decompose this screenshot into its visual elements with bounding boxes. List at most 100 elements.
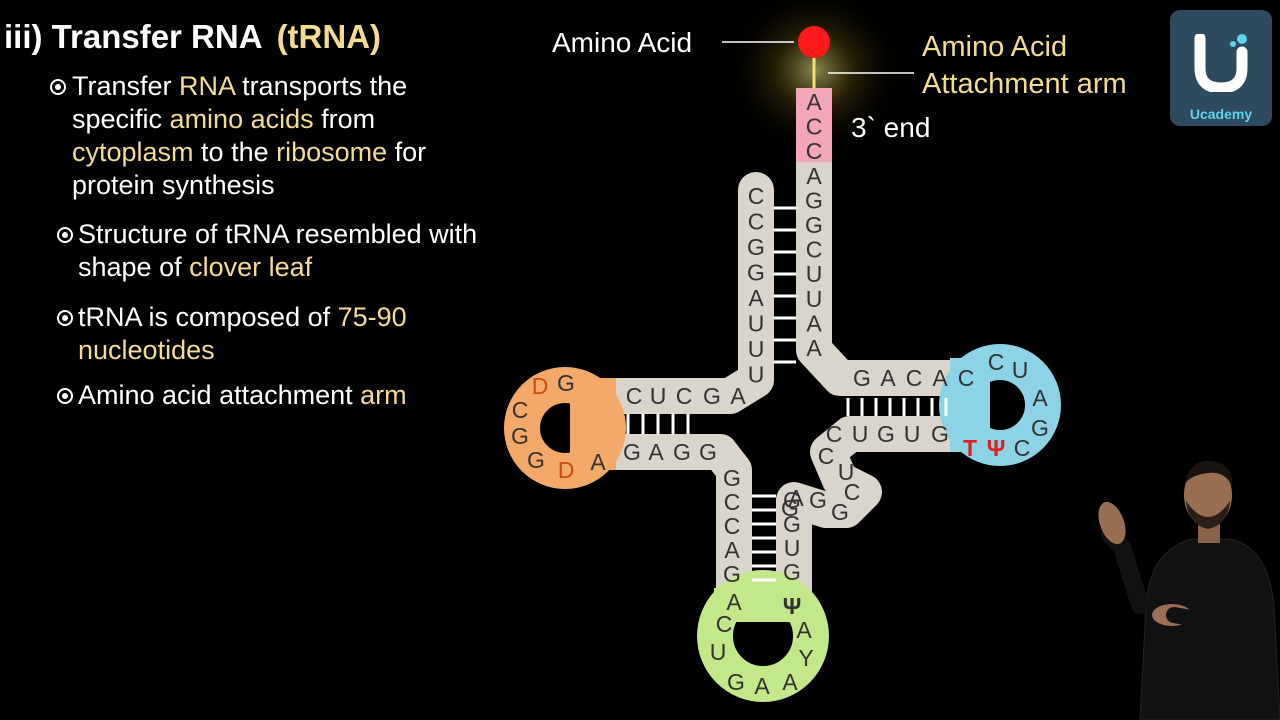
bullet-1-text: Transfer bbox=[72, 71, 180, 101]
acceptor-3-nucleotide: A bbox=[806, 335, 822, 361]
t-stem-nucleotide: A bbox=[880, 365, 896, 391]
acceptor-3-nucleotide: U bbox=[806, 261, 823, 287]
acceptor-3-strand bbox=[796, 142, 973, 396]
bullet-1-text: from bbox=[313, 104, 376, 134]
variable-loop-nucleotide: A bbox=[788, 485, 804, 511]
variable-loop-nucleotide: G bbox=[781, 495, 799, 521]
anticodon-loop-neck bbox=[714, 588, 812, 622]
amino-acid-circle bbox=[798, 26, 830, 58]
bullet-2-text: Structure of tRNA resembled with shape o… bbox=[78, 219, 478, 282]
anticodon-stem-nucleotide: G bbox=[783, 487, 801, 513]
bullet-1-text: transports the specific bbox=[72, 71, 408, 134]
variable-loop-nucleotide: G bbox=[809, 487, 827, 513]
anticodon-stem-nucleotide: G bbox=[723, 465, 741, 491]
d-stem-bottom bbox=[582, 434, 752, 608]
acceptor-3-nucleotide: C bbox=[806, 138, 823, 164]
anticodon-loop-nucleotide: Ψ bbox=[783, 593, 802, 619]
anticodon-loop-nucleotide: U bbox=[710, 639, 727, 665]
t-stem-nucleotide: U bbox=[904, 421, 921, 447]
bullet-3-highlight: 75-90 nucleotides bbox=[78, 302, 407, 365]
variable-loop-nucleotide: U bbox=[838, 459, 855, 485]
anticodon-stem-nucleotide: G bbox=[783, 559, 801, 585]
d-loop-nucleotide: D bbox=[532, 373, 549, 399]
d-loop-nucleotide: G bbox=[511, 423, 529, 449]
variable-loop-nucleotide: C bbox=[818, 443, 835, 469]
acceptor-3-nucleotide: A bbox=[806, 310, 822, 336]
bullet-1-highlight: cytoplasm bbox=[72, 137, 194, 167]
anticodon-right-strand bbox=[776, 482, 844, 608]
acceptor-5-nucleotide: U bbox=[748, 362, 765, 388]
d-loop-nucleotide: A bbox=[590, 449, 606, 475]
variable-loop-nucleotide: C bbox=[844, 479, 861, 505]
variable-loop-nucleotide: G bbox=[831, 499, 849, 525]
t-stem-nucleotide: C bbox=[826, 421, 843, 447]
anticodon-stem-nucleotide: A bbox=[724, 537, 740, 563]
d-loop-nucleotide: G bbox=[527, 447, 545, 473]
d-stem-nucleotide: A bbox=[648, 439, 664, 465]
acceptor-5-nucleotide: C bbox=[748, 183, 765, 209]
anticodon-stem-nucleotide: C bbox=[724, 513, 741, 539]
anticodon-loop-nucleotide: C bbox=[716, 611, 733, 637]
acceptor-3-nucleotide: G bbox=[805, 187, 823, 213]
bullet-1-highlight: ribosome bbox=[276, 137, 388, 167]
amino-acid-label: Amino Acid bbox=[552, 27, 692, 58]
bullet-1: Transfer RNA transports the specific ami… bbox=[50, 70, 482, 202]
t-stem-nucleotide: A bbox=[932, 365, 948, 391]
t-stem-nucleotide: C bbox=[906, 365, 923, 391]
t-stem-nucleotide: C bbox=[958, 365, 975, 391]
three-prime-end-label: 3` end bbox=[851, 112, 930, 143]
bullet-dot-icon bbox=[57, 227, 73, 243]
t-stem-bottom bbox=[808, 416, 973, 528]
t-stem-nucleotide: G bbox=[853, 365, 871, 391]
acceptor-5-nucleotide: G bbox=[747, 260, 765, 286]
acceptor-3-nucleotide: C bbox=[806, 237, 823, 263]
t-stem-nucleotide: G bbox=[931, 421, 949, 447]
anticodon-loop-nucleotide: A bbox=[782, 669, 798, 695]
anticodon-loop-nucleotide: G bbox=[727, 669, 745, 695]
acceptor-5-nucleotide: A bbox=[748, 285, 764, 311]
acceptor-5-strand bbox=[602, 172, 774, 414]
bullet-1-highlight: amino acids bbox=[169, 104, 314, 134]
bullet-1-text: for protein synthesis bbox=[72, 137, 427, 200]
anticodon-stem-nucleotide: G bbox=[723, 561, 741, 587]
base-pair-rungs bbox=[626, 206, 948, 582]
bullet-1-highlight: RNA bbox=[179, 71, 235, 101]
anticodon-stem-nucleotide: U bbox=[784, 535, 801, 561]
bullet-dot-icon bbox=[50, 79, 66, 95]
logo-name: Ucademy bbox=[1189, 106, 1253, 122]
acceptor-5-nucleotide: U bbox=[748, 311, 765, 337]
anticodon-loop-nucleotide: Y bbox=[798, 645, 813, 671]
presenter-figure bbox=[1098, 460, 1280, 720]
ucademy-logo: Ucademy bbox=[1170, 10, 1272, 126]
bullet-1-text: to the bbox=[193, 137, 277, 167]
acceptor-5-nucleotide: C bbox=[748, 209, 765, 235]
d-stem-nucleotide: C bbox=[626, 383, 643, 409]
d-stem-nucleotide: G bbox=[703, 383, 721, 409]
attachment-label-line1: Amino Acid bbox=[922, 31, 1067, 63]
d-loop-nucleotide: G bbox=[557, 370, 575, 396]
ucademy-u-icon bbox=[1194, 34, 1248, 92]
t-loop-nucleotide: C bbox=[1014, 435, 1031, 461]
d-loop-neck bbox=[570, 378, 616, 470]
acceptor-3-nucleotide: A bbox=[806, 89, 822, 115]
title-main: iii) Transfer RNA bbox=[4, 18, 263, 55]
anticodon-stem-nucleotide: G bbox=[783, 511, 801, 537]
bullet-4-highlight: arm bbox=[360, 380, 407, 410]
bullet-4: Amino acid attachment arm bbox=[57, 379, 498, 412]
acceptor-3-nucleotide: A bbox=[806, 163, 822, 189]
acceptor-3-nucleotide: U bbox=[806, 286, 823, 312]
d-loop-nucleotide: D bbox=[558, 457, 575, 483]
anticodon-loop-nucleotide: A bbox=[726, 589, 742, 615]
d-stem-nucleotide: A bbox=[730, 383, 746, 409]
t-stem-nucleotide: G bbox=[877, 421, 895, 447]
t-loop-nucleotide: C bbox=[988, 349, 1005, 375]
d-stem-nucleotide: G bbox=[623, 439, 641, 465]
d-stem-nucleotide: G bbox=[673, 439, 691, 465]
anticodon-loop-nucleotide: A bbox=[754, 673, 770, 699]
bullet-dot-icon bbox=[57, 388, 73, 404]
title-paren: (tRNA) bbox=[276, 18, 382, 55]
bullet-3-text: tRNA is composed of bbox=[78, 302, 338, 332]
d-stem-nucleotide: G bbox=[699, 439, 717, 465]
acceptor-3-nucleotide: C bbox=[806, 114, 823, 140]
